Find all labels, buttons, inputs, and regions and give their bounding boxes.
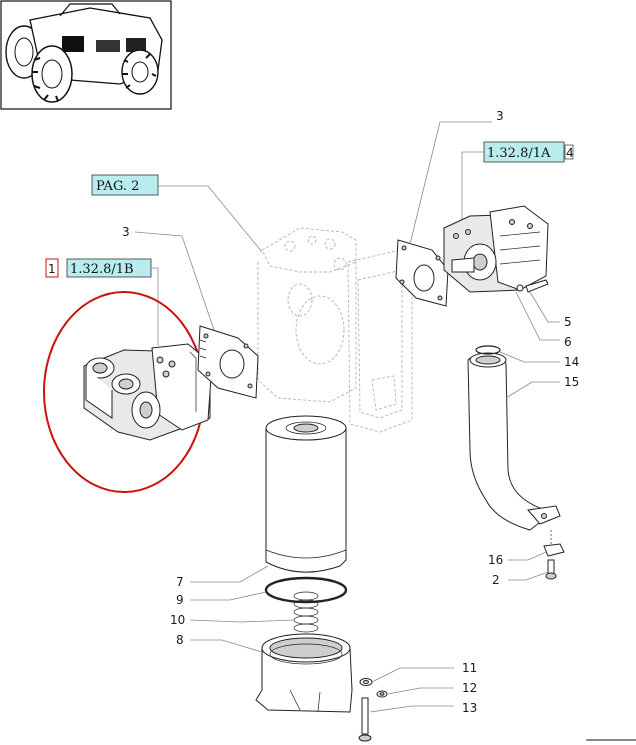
leader-14: [499, 351, 560, 363]
leader-5: [529, 291, 560, 323]
spring-10[interactable]: [293, 591, 319, 633]
leader-12: [387, 687, 454, 695]
leader-1b: [151, 267, 159, 346]
callout-3-left: 3: [122, 225, 130, 239]
callout-12: 12: [462, 681, 477, 695]
callout-2: 2: [492, 573, 500, 587]
hydraulic-pump-left[interactable]: [83, 343, 213, 441]
svg-text:4: 4: [566, 146, 574, 160]
callout-3-top: 3: [496, 109, 504, 123]
callout-14: 14: [564, 355, 579, 369]
gear-pump-right[interactable]: [443, 205, 549, 293]
leader-8: [190, 639, 263, 653]
leader-10: [189, 619, 295, 623]
suction-pipe[interactable]: [467, 352, 561, 531]
leader-9: [190, 591, 267, 601]
callout-6: 6: [564, 335, 572, 349]
gasket-left[interactable]: [197, 325, 259, 399]
callout-7: 7: [176, 575, 184, 589]
svg-text:1.32.8/1B: 1.32.8/1B: [70, 262, 134, 277]
leader-3-left: [134, 231, 215, 331]
callout-13: 13: [462, 701, 477, 715]
leader-3-top: [409, 121, 492, 245]
washer-11[interactable]: [359, 678, 373, 686]
transmission-housing-ghost: [257, 227, 413, 433]
leader-7: [190, 565, 269, 583]
filter-housing[interactable]: [255, 633, 353, 713]
svg-text:1.32.8/1A: 1.32.8/1A: [487, 146, 551, 161]
callout-15: 15: [564, 375, 579, 389]
leader-11: [371, 667, 454, 683]
svg-text:PAG. 2: PAG. 2: [96, 179, 139, 194]
bolt-washer-right[interactable]: [516, 279, 549, 293]
svg-text:1: 1: [48, 262, 56, 276]
reference-pag2[interactable]: PAG. 2: [91, 174, 159, 196]
callout-9: 9: [176, 593, 184, 607]
gasket-right[interactable]: [395, 239, 449, 307]
leader-16: [508, 551, 547, 561]
callout-16: 16: [488, 553, 503, 567]
callout-11: 11: [462, 661, 477, 675]
bolt-2[interactable]: [545, 559, 557, 580]
leader-1a: [461, 151, 484, 220]
reference-1-32-8-1b[interactable]: 1 1.32.8/1B: [45, 258, 152, 278]
reference-1-32-8-1a[interactable]: 1.32.8/1A 4: [483, 141, 574, 163]
callout-5: 5: [564, 315, 572, 329]
leader-13: [369, 705, 454, 713]
callout-10: 10: [170, 613, 185, 627]
tractor-thumbnail[interactable]: [0, 0, 172, 110]
callout-8: 8: [176, 633, 184, 647]
bolt-13[interactable]: [358, 697, 372, 742]
washer-12[interactable]: [376, 690, 388, 698]
leader-15: [505, 381, 560, 399]
o-ring-9[interactable]: [264, 576, 348, 604]
o-ring-14[interactable]: [475, 345, 501, 355]
filter-cartridge[interactable]: [265, 415, 347, 573]
washer-16[interactable]: [543, 543, 565, 557]
leader-pag2: [158, 185, 263, 253]
leader-6: [515, 291, 560, 341]
leader-2: [508, 571, 549, 581]
